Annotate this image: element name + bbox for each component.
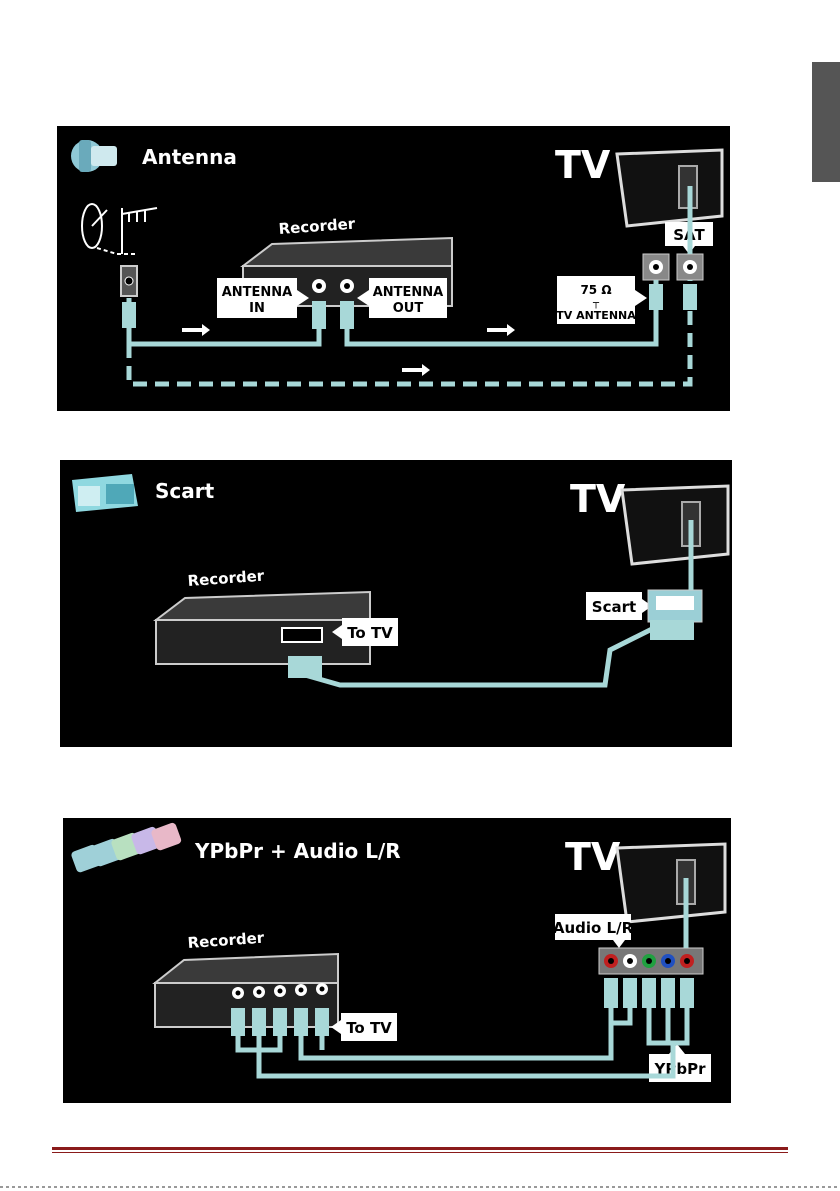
panel-title: Antenna: [142, 145, 237, 169]
svg-text:TV ANTENNA: TV ANTENNA: [556, 309, 636, 322]
svg-text:To TV: To TV: [347, 624, 393, 642]
tv-label: TV: [555, 143, 611, 187]
recorder-label: Recorder: [187, 567, 265, 590]
audio-lr-label: Audio L/R: [553, 914, 634, 948]
svg-text:Scart: Scart: [592, 598, 636, 616]
recorder-label: Recorder: [278, 215, 356, 238]
svg-text:ANTENNA: ANTENNA: [222, 285, 293, 300]
scart-diagram: Scart TV Recorder To TV Scart: [60, 460, 732, 747]
page-tab-marker: [812, 62, 840, 182]
tv-label: TV: [570, 477, 626, 521]
scart-plug-icon: [72, 474, 138, 512]
ypbpr-panel: YPbPr + Audio L/R TV Recorder To TV Audi…: [63, 818, 731, 1103]
svg-text:75 Ω: 75 Ω: [580, 283, 611, 297]
coax-plug-icon: [71, 140, 117, 172]
svg-text:┬: ┬: [592, 298, 600, 309]
tv-icon: [622, 486, 728, 564]
tv-label: TV: [565, 835, 621, 879]
footer-rule-thin: [52, 1152, 788, 1153]
antenna-in-label: ANTENNA IN: [217, 278, 309, 318]
scart-panel: Scart TV Recorder To TV Scart: [60, 460, 732, 747]
footer-rule: [52, 1147, 788, 1150]
tv-antenna-label: 75 Ω ┬ TV ANTENNA: [556, 276, 647, 324]
tv-component-ports: [599, 948, 703, 974]
satellite-dish-icon: [82, 204, 157, 254]
ypbpr-diagram: YPbPr + Audio L/R TV Recorder To TV Audi…: [63, 818, 731, 1103]
tv-icon: [617, 844, 725, 922]
wall-socket-icon: [121, 266, 137, 296]
rca-plugs-icon: [70, 822, 182, 874]
svg-text:To TV: To TV: [346, 1019, 392, 1037]
antenna-panel: Antenna TV Recorder: [57, 126, 730, 411]
recorder-label: Recorder: [187, 929, 265, 952]
scart-port-label: Scart: [586, 592, 652, 620]
panel-title: Scart: [155, 479, 215, 503]
svg-text:ANTENNA: ANTENNA: [373, 285, 444, 300]
antenna-diagram: Antenna TV Recorder: [57, 126, 730, 411]
svg-text:Audio L/R: Audio L/R: [553, 919, 634, 937]
recorder-device: [155, 954, 338, 1027]
tv-icon: [617, 150, 722, 226]
page-edge-dashes: [0, 1186, 840, 1188]
svg-text:OUT: OUT: [393, 301, 424, 316]
tv-scart-port: [648, 590, 702, 622]
to-tv-label: To TV: [331, 1013, 397, 1041]
antenna-out-label: ANTENNA OUT: [357, 278, 447, 318]
svg-text:IN: IN: [249, 301, 265, 316]
panel-title: YPbPr + Audio L/R: [194, 839, 401, 863]
